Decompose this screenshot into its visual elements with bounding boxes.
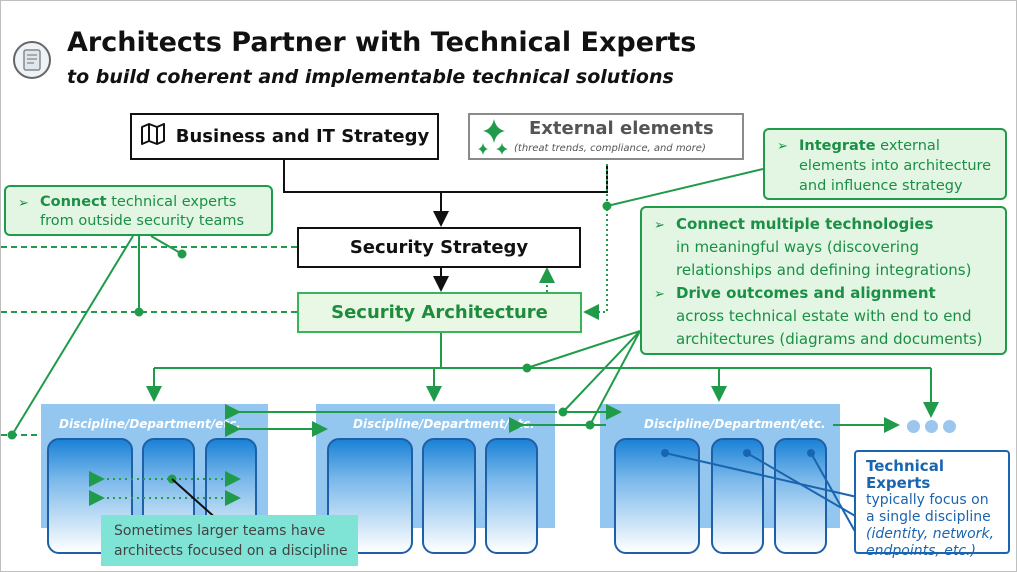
connect-tech-text: in meaningful ways (discovering relation… [676, 238, 972, 279]
integrate-text: external elements into architecture and … [799, 138, 992, 194]
sparkle-icon [475, 117, 513, 161]
expert-column [485, 438, 538, 554]
slide-subtitle: to build coherent and implementable tech… [67, 66, 674, 88]
drive-text: across technical estate with end to end … [676, 307, 983, 348]
security-strategy-label: Security Strategy [349, 237, 529, 258]
more-dot [943, 420, 956, 433]
external-elements-title: External elements [529, 118, 714, 139]
slide-title: Architects Partner with Technical Expert… [67, 27, 697, 58]
technical-experts-examples: (identity, network, endpoints, etc.) [866, 526, 994, 559]
department-label-3: Discipline/Department/etc. [644, 417, 826, 431]
bullet-arrow-icon: ➢ [18, 196, 29, 211]
security-architecture-box: Security Architecture [297, 292, 582, 333]
integrate-bold: Integrate [799, 138, 876, 154]
technical-experts-title: Technical Experts [866, 457, 944, 492]
business-strategy-label: Business and IT Strategy [175, 126, 430, 147]
security-strategy-box: Security Strategy [297, 227, 581, 268]
external-elements-subtitle: (threat trends, compliance, and more) [514, 143, 706, 154]
connect-experts-text: technical experts from outside security … [40, 194, 245, 229]
technical-experts-body: typically focus on a single discipline [866, 492, 991, 525]
business-strategy-box: Business and IT Strategy [130, 113, 439, 160]
integrate-pointer [606, 168, 764, 207]
expert-column [327, 438, 413, 554]
technologies-callout: ➢ Connect multiple technologies in meani… [640, 206, 1007, 355]
map-icon [140, 123, 166, 150]
technical-experts-callout: Technical Experts typically focus on a s… [854, 450, 1010, 559]
connect-experts-bold: Connect [40, 194, 107, 210]
external-elements-box [468, 113, 744, 160]
drive-bold: Drive outcomes and alignment [676, 284, 936, 302]
more-dot [907, 420, 920, 433]
bullet-arrow-icon: ➢ [654, 218, 665, 233]
bullet-arrow-icon: ➢ [654, 287, 665, 302]
architect-badge-icon [13, 41, 51, 79]
department-label-1: Discipline/Department/etc. [59, 417, 241, 431]
more-dot [925, 420, 938, 433]
expert-column [422, 438, 476, 554]
strategy-merge-line [283, 160, 608, 193]
security-architecture-label: Security Architecture [331, 302, 548, 323]
department-label-2: Discipline/Department/etc. [353, 417, 535, 431]
connect-tech-bold: Connect multiple technologies [676, 215, 934, 233]
bullet-arrow-icon: ➢ [777, 139, 788, 154]
integrate-callout: ➢ Integrate external elements into archi… [763, 128, 1007, 200]
connect-experts-callout: ➢ Connect technical experts from outside… [4, 185, 273, 236]
external-to-architecture-dotted [583, 164, 608, 320]
expert-column [774, 438, 827, 554]
architect-discipline-note: Sometimes larger teams have architects f… [101, 515, 358, 566]
